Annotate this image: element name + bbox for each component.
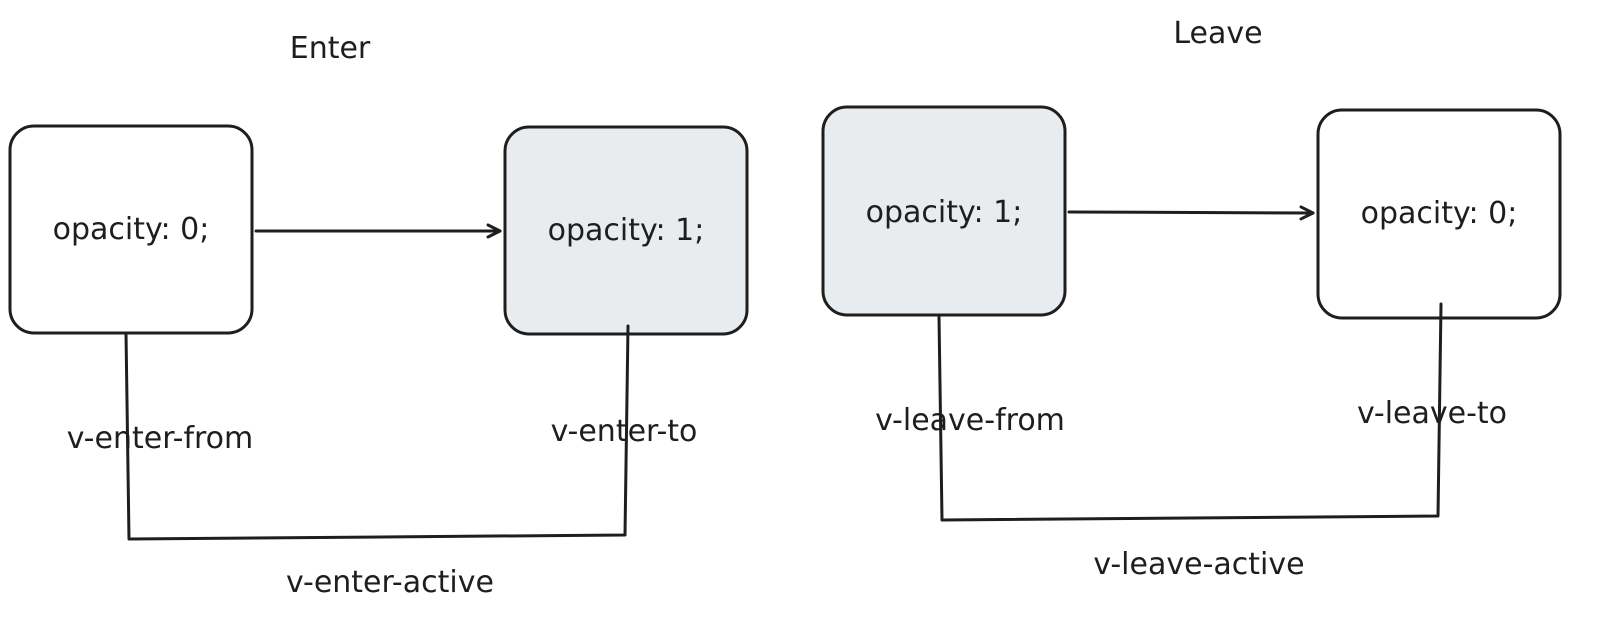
leave-group: Leave opacity: 1; opacity: 0; v-leave-fr…: [821, 16, 1562, 582]
leave-active-bracket: [937, 302, 1443, 522]
leave-arrow: [1067, 205, 1315, 221]
enter-group: Enter opacity: 0; opacity: 1; v-enter-fr…: [8, 31, 749, 600]
leave-to-label: v-leave-to: [1357, 396, 1507, 431]
leave-to-box: [1316, 108, 1562, 320]
leave-active-label: v-leave-active: [1093, 547, 1304, 582]
leave-from-box-text: opacity: 1;: [866, 195, 1023, 230]
enter-to-box-text: opacity: 1;: [548, 213, 705, 248]
enter-to-box: [503, 125, 749, 336]
leave-from-label: v-leave-from: [875, 403, 1065, 438]
enter-from-label: v-enter-from: [67, 421, 254, 456]
enter-active-bracket: [124, 324, 630, 541]
enter-from-box: [8, 124, 254, 335]
enter-from-box-text: opacity: 0;: [53, 212, 210, 247]
enter-active-label: v-enter-active: [286, 565, 494, 600]
enter-to-label: v-enter-to: [551, 414, 698, 449]
enter-title: Enter: [290, 31, 371, 66]
leave-from-box: [821, 105, 1067, 317]
leave-title: Leave: [1173, 16, 1262, 51]
leave-to-box-text: opacity: 0;: [1361, 196, 1518, 231]
